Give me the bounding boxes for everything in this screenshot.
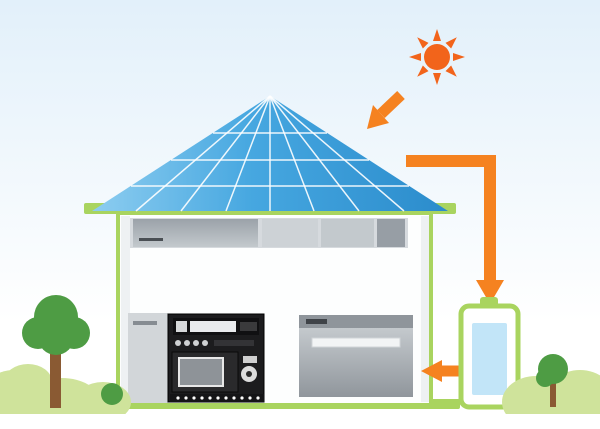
vent-handle bbox=[139, 238, 163, 241]
arrow-battery-to-appliances bbox=[421, 360, 459, 382]
right-tree-foliage bbox=[536, 354, 568, 387]
dishwasher-vent-slot bbox=[306, 319, 327, 324]
display-button-left bbox=[176, 321, 187, 332]
sun bbox=[409, 29, 465, 85]
knob-1 bbox=[175, 340, 181, 346]
range-hood-vent bbox=[133, 219, 258, 247]
window-pane-3 bbox=[377, 219, 405, 247]
panel-grid-lines bbox=[131, 95, 409, 212]
knob-3 bbox=[193, 340, 199, 346]
microwave-window bbox=[178, 357, 224, 387]
solar-panel-roof bbox=[92, 95, 448, 212]
slider-bar bbox=[214, 340, 254, 346]
knob-4 bbox=[202, 340, 208, 346]
wall-shade-left bbox=[121, 216, 130, 402]
cabinet-handle bbox=[133, 321, 157, 325]
house bbox=[116, 211, 433, 407]
dishwasher bbox=[299, 315, 413, 397]
window-pane-2 bbox=[321, 219, 374, 247]
kitchen-oven-microwave-stack bbox=[128, 313, 265, 403]
storage-battery bbox=[458, 297, 521, 410]
right-tree-trunk bbox=[550, 383, 556, 407]
dishwasher-control-strip bbox=[299, 315, 413, 328]
ground-white-margin bbox=[0, 414, 600, 429]
knob-2 bbox=[184, 340, 190, 346]
cabinet-side bbox=[128, 313, 168, 403]
dishwasher-handle-slot bbox=[311, 337, 401, 348]
left-tree bbox=[22, 295, 90, 408]
left-tree-foliage bbox=[22, 295, 90, 355]
sun-rays bbox=[409, 29, 465, 85]
battery-charge-level bbox=[472, 323, 507, 395]
button-strip-dots bbox=[176, 396, 260, 400]
second-floor-window-band bbox=[130, 218, 408, 248]
microwave-dial-center bbox=[246, 371, 252, 377]
right-tree bbox=[536, 354, 568, 407]
wall-shade-right bbox=[421, 216, 429, 402]
microwave-buttons bbox=[243, 356, 257, 363]
arrow-sunlight-to-roof bbox=[367, 91, 405, 129]
arrow-roof-to-battery bbox=[406, 155, 504, 304]
left-bushes bbox=[0, 364, 131, 426]
window-pane-1 bbox=[262, 219, 318, 247]
sun-disc bbox=[424, 44, 450, 70]
display-button-right bbox=[240, 322, 257, 331]
left-tree-trunk bbox=[50, 350, 61, 408]
left-small-shrub bbox=[101, 383, 123, 405]
display-screen bbox=[190, 321, 236, 332]
